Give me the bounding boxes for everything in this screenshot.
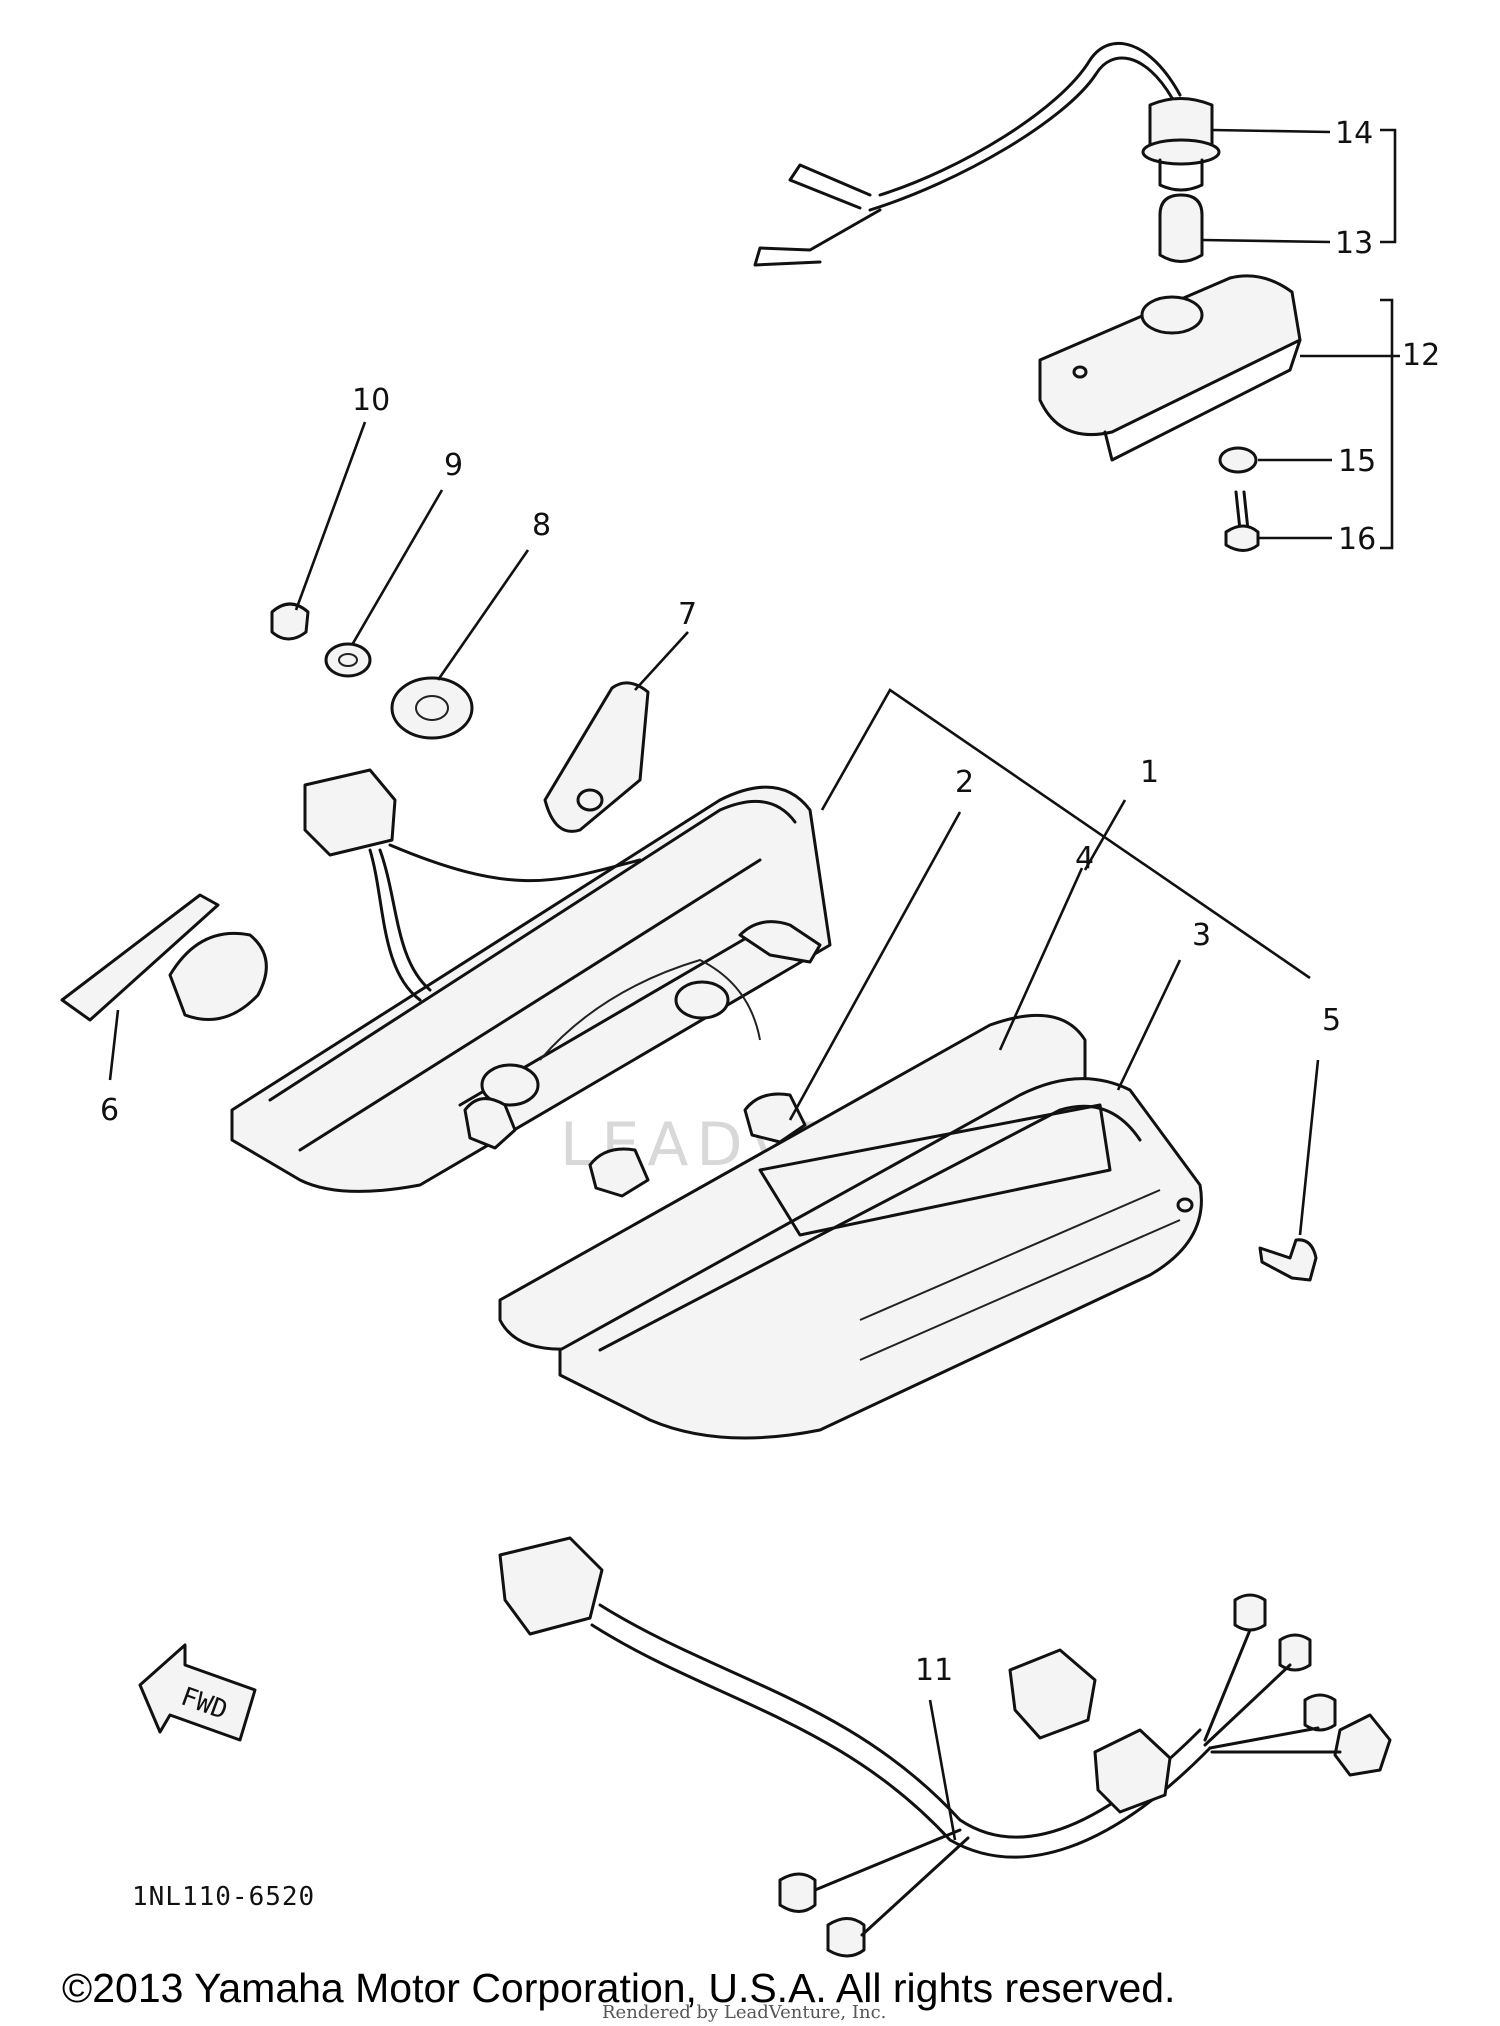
harness-connector-main bbox=[498, 1536, 604, 1636]
bracket-7 bbox=[543, 631, 689, 833]
diagram-part-code: 1NL110-6520 bbox=[132, 1882, 315, 1912]
callout-16: 16 bbox=[1338, 522, 1376, 557]
callout-12: 12 bbox=[1402, 338, 1440, 373]
taillight-base bbox=[60, 768, 832, 1193]
callout-11: 11 bbox=[915, 1653, 953, 1688]
grommet-8 bbox=[390, 676, 474, 740]
bracket-6 bbox=[60, 893, 220, 1022]
license-light-assembly bbox=[753, 42, 1400, 552]
callout-3: 3 bbox=[1192, 918, 1211, 953]
callout-15: 15 bbox=[1338, 444, 1376, 479]
nut-10 bbox=[270, 602, 310, 641]
harness-connector-b bbox=[1093, 1728, 1172, 1814]
license-lens bbox=[1038, 274, 1302, 437]
bulb bbox=[1158, 193, 1204, 263]
license-wire bbox=[878, 42, 1182, 197]
callout-7: 7 bbox=[678, 597, 697, 632]
washer-15 bbox=[1218, 446, 1258, 474]
bulb-2b bbox=[588, 1147, 650, 1198]
screw-5 bbox=[1258, 1238, 1318, 1282]
callout-13: 13 bbox=[1335, 226, 1373, 261]
copyright-notice: ©2013 Yamaha Motor Corporation, U.S.A. A… bbox=[62, 1965, 1175, 2011]
callout-9: 9 bbox=[444, 448, 463, 483]
callout-5: 5 bbox=[1322, 1003, 1341, 1038]
callout-4: 4 bbox=[1075, 841, 1094, 876]
callout-10: 10 bbox=[352, 383, 390, 418]
render-credit: Rendered by LeadVenture, Inc. bbox=[602, 2002, 886, 2023]
callout-14: 14 bbox=[1335, 116, 1373, 151]
grommet-group bbox=[270, 421, 530, 740]
bulb-2a bbox=[743, 1092, 807, 1144]
screw-16 bbox=[1224, 524, 1260, 552]
base-connector bbox=[303, 768, 397, 857]
harness-connector-a bbox=[1008, 1648, 1097, 1740]
callout-8: 8 bbox=[532, 508, 551, 543]
wiring-harness-11 bbox=[498, 1536, 1392, 1958]
callout-6: 6 bbox=[100, 1093, 119, 1128]
callout-2: 2 bbox=[955, 765, 974, 800]
lens-3 bbox=[558, 1077, 1203, 1440]
washer-9 bbox=[324, 642, 372, 678]
callout-1: 1 bbox=[1140, 755, 1159, 790]
forward-arrow-icon: FWD bbox=[138, 1643, 257, 1742]
lens-assembly bbox=[498, 688, 1320, 1440]
